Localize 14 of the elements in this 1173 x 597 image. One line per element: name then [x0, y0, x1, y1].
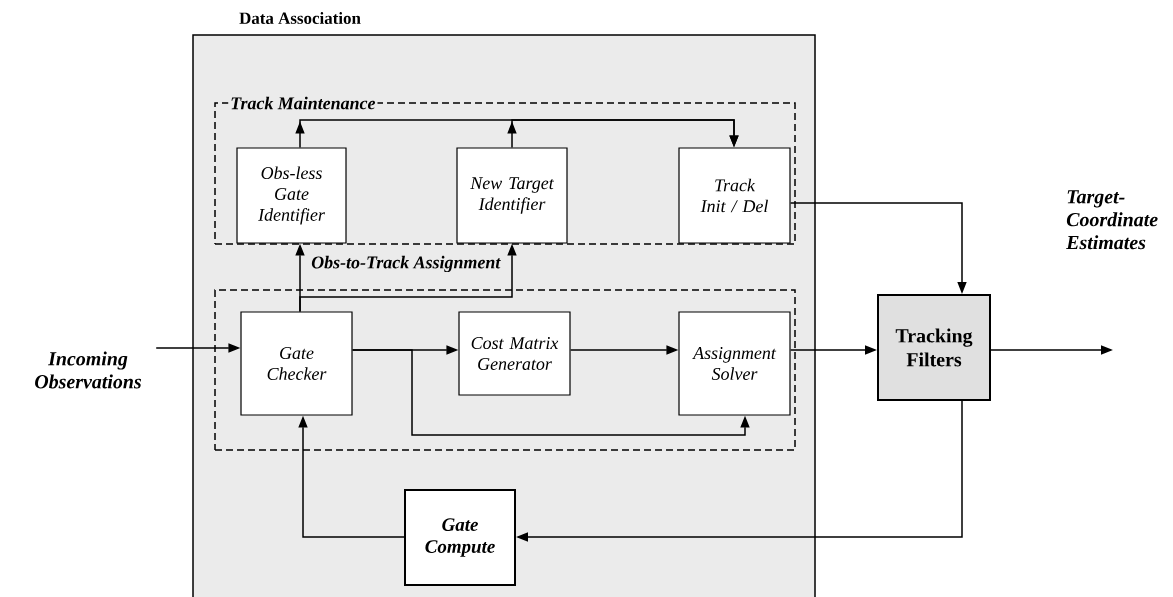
- process-box: Gate Compute: [404, 489, 516, 586]
- process-box: Assignment Solver: [678, 311, 791, 416]
- arrow: [351, 349, 750, 436]
- process-box: Tracking Filters: [877, 294, 991, 401]
- output-label: Target-Coordinate Estimates: [1066, 190, 1158, 250]
- process-box: Cost Matrix Generator: [458, 311, 571, 396]
- node-label: Data Association: [239, 12, 361, 24]
- process-box: New Target Identifier: [456, 147, 568, 244]
- process-box: Gate Checker: [240, 311, 353, 416]
- arrow: [507, 119, 739, 149]
- input-label: Incoming Observations: [35, 351, 142, 389]
- process-box: Track Init / Del: [678, 147, 791, 244]
- process-box: Obs-less Gate Identifier: [236, 147, 347, 244]
- node-label: Obs-to-Track Assignment: [311, 255, 501, 273]
